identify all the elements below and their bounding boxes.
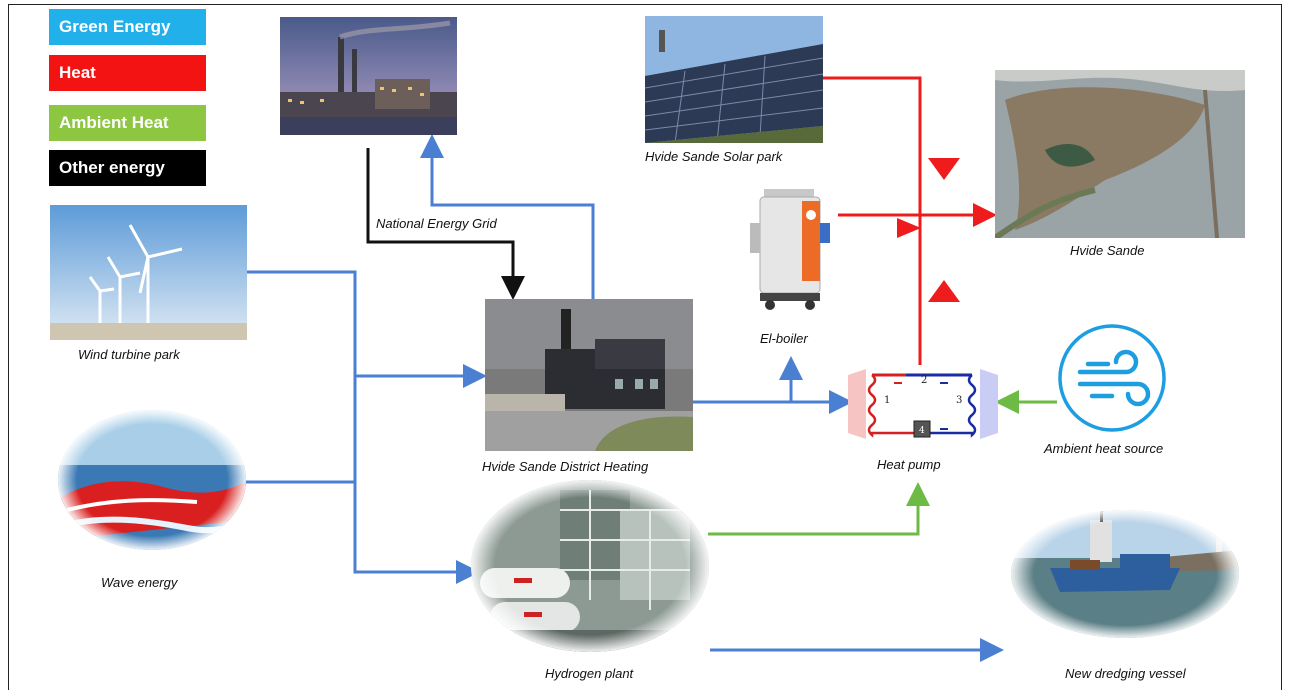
el-boiler-photo [750, 189, 830, 310]
power-plant-photo [280, 17, 457, 135]
heat-pump-label-3: 3 [956, 395, 962, 406]
dredging-vessel-photo [1011, 510, 1239, 638]
heat-pump-label-4: 4 [919, 426, 925, 436]
heat-pump-schematic: 1 2 3 4 [848, 369, 998, 439]
legend-other-energy: Other energy [49, 150, 206, 186]
hydrogen-plant-photo [471, 480, 709, 652]
label-heat-pump: Heat pump [877, 457, 941, 472]
heat-direction-right [897, 218, 921, 238]
label-dredging-vessel: New dredging vessel [1065, 666, 1186, 681]
flow-solar-heat [820, 76, 922, 365]
label-ambient-source: Ambient heat source [1044, 441, 1164, 456]
label-el-boiler: El-boiler [760, 331, 808, 346]
label-national-grid: National Energy Grid [376, 216, 497, 231]
legend-green-energy: Green Energy [49, 9, 206, 45]
flow-wind-to-bus [246, 270, 480, 584]
legend-heat: Heat [49, 55, 206, 91]
heat-direction-up [928, 280, 960, 302]
label-wave-energy: Wave energy [101, 575, 178, 590]
legend-ambient-heat: Ambient Heat [49, 105, 206, 141]
label-hvide-sande: Hvide Sande [1070, 243, 1145, 258]
district-heating-photo [485, 299, 693, 451]
label-wind-park: Wind turbine park [78, 347, 180, 362]
heat-direction-down [928, 158, 960, 180]
label-hydrogen-plant: Hydrogen plant [545, 666, 634, 681]
wind-turbine-photo [50, 205, 247, 340]
heat-pump-label-1: 1 [884, 395, 890, 406]
wind-icon [1058, 324, 1166, 432]
flow-grid-to-district [366, 148, 525, 300]
flow-hydrogen-to-heatpump [708, 482, 930, 536]
heat-pump-label-2: 2 [921, 375, 927, 386]
wave-energy-photo [58, 410, 246, 550]
label-district-heating: Hvide Sande District Heating [482, 459, 649, 474]
hvide-sande-aerial-photo [995, 70, 1245, 238]
label-solar-park: Hvide Sande Solar park [645, 149, 783, 164]
diagram-frame [8, 4, 1282, 690]
solar-park-photo [645, 16, 823, 143]
flow-district-to-grid [420, 134, 595, 300]
